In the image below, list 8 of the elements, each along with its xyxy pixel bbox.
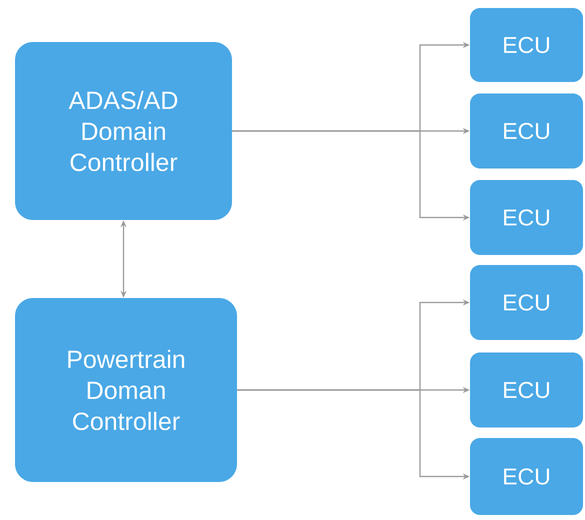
ecu-box: ECU <box>470 265 583 340</box>
controller-box: ADAS/AD Domain Controller <box>15 42 232 220</box>
ecu-box: ECU <box>470 438 583 515</box>
ecu-box: ECU <box>470 94 583 168</box>
ecu-box: ECU <box>470 352 583 428</box>
ecu-box: ECU <box>470 180 583 255</box>
ecu-box: ECU <box>470 8 583 82</box>
controller-box: Powertrain Doman Controller <box>15 298 237 482</box>
